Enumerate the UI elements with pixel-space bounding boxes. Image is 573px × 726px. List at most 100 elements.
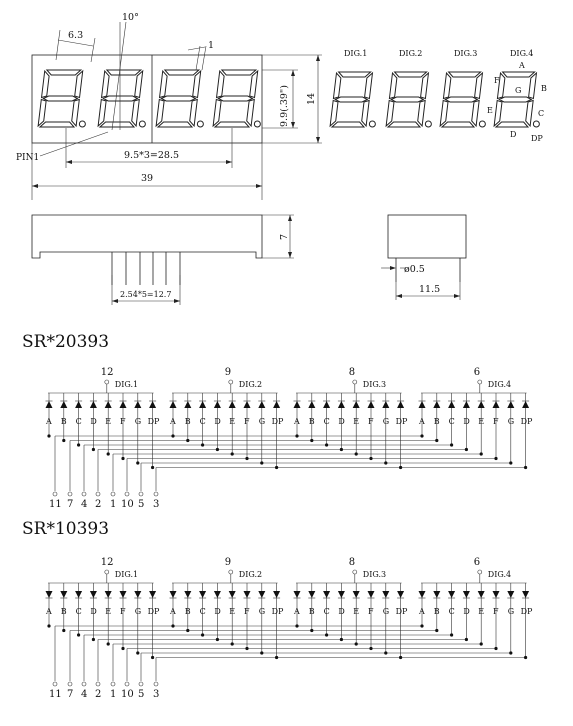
- legend-digit-3-seg-c: [471, 99, 480, 128]
- seg-label-4-e: E: [478, 607, 484, 616]
- seg-label-3-a: A: [293, 417, 300, 426]
- common-pin-8: 8: [349, 367, 355, 378]
- led-1-d: [89, 591, 97, 598]
- seg-label-2-g: G: [259, 607, 265, 616]
- legend-digit-1-seg-f: [332, 71, 342, 100]
- legend-digit-1-seg-dp: [368, 120, 376, 128]
- led-4-b: [433, 591, 441, 598]
- legend-digit-3-seg-dp: [478, 120, 486, 128]
- legend-digit-2-seg-b: [420, 71, 430, 100]
- seg-label-4-c: C: [449, 417, 455, 426]
- legend-digit-4-seg-e: [493, 99, 503, 128]
- seg-label-2-d: D: [214, 607, 220, 616]
- led-2-b: [184, 591, 192, 598]
- bottom-pin-label-7: 7: [67, 499, 73, 510]
- legend-dig2: DIG.2: [399, 49, 422, 58]
- bottom-pin-label-4: 4: [81, 499, 87, 510]
- seg-label-3-c: C: [324, 417, 330, 426]
- led-4-b: [433, 401, 441, 408]
- seg-label-2-c: C: [200, 417, 206, 426]
- front-digit-1-seg-a: [45, 69, 83, 76]
- led-1-c: [75, 401, 83, 408]
- led-2-g: [258, 591, 266, 598]
- seg-label-1-g: G: [135, 417, 141, 426]
- digit-legend: DIG.1 DIG.2 DIG.3 DIG.4 A B C D E F G DP: [329, 49, 547, 143]
- led-4-d: [462, 591, 470, 598]
- bottom-node-1: [110, 681, 116, 687]
- front-outline: [31, 54, 263, 144]
- seg-label-1-dp: DP: [148, 607, 160, 616]
- legend-digit-1-seg-g: [334, 96, 369, 103]
- common-pin-6: 6: [474, 367, 480, 378]
- bottom-node-3: [153, 681, 159, 687]
- bottom-pin-label-2: 2: [95, 499, 101, 510]
- dim-side-width: 11.5: [419, 284, 440, 295]
- seg-label-4-a: A: [418, 607, 425, 616]
- legend-digit-3-seg-e: [439, 99, 449, 128]
- led-4-c: [448, 401, 456, 408]
- seg-label-3-b: B: [309, 417, 315, 426]
- led-2-e: [228, 591, 236, 598]
- legend-digit-4-seg-b: [528, 71, 538, 100]
- led-3-g: [382, 401, 390, 408]
- led-3-c: [323, 401, 331, 408]
- end-view: ø0.5 11.5: [381, 214, 467, 300]
- seg-label-1-dp: DP: [148, 417, 160, 426]
- seg-label-1-g: G: [135, 607, 141, 616]
- bottom-pin-label-4: 4: [81, 689, 87, 700]
- led-1-e: [104, 401, 112, 408]
- led-1-g: [134, 591, 142, 598]
- led-2-d: [213, 591, 221, 598]
- dig-label-2: DIG.2: [239, 380, 262, 389]
- led-1-e: [104, 591, 112, 598]
- front-digit-1-seg-b: [74, 69, 84, 99]
- front-digit-4-seg-e: [212, 98, 222, 128]
- led-1-c: [75, 591, 83, 598]
- led-3-e: [352, 401, 360, 408]
- common-node-1: [104, 379, 110, 385]
- legend-digit-1-seg-a: [337, 71, 372, 78]
- seg-label-2-g: G: [259, 417, 265, 426]
- legend-digit-1-seg-b: [364, 71, 374, 100]
- led-2-g: [258, 401, 266, 408]
- seg-label-4-b: B: [434, 607, 440, 616]
- legend-digit-3-seg-d: [440, 121, 476, 128]
- seg-label-1-e: E: [105, 417, 111, 426]
- seg-letter-d: D: [510, 130, 516, 139]
- front-digit-4-seg-f: [215, 69, 225, 99]
- led-2-a: [169, 401, 177, 408]
- dig-label-4: DIG.4: [488, 380, 511, 389]
- led-1-a: [45, 591, 53, 598]
- bottom-node-7: [67, 491, 73, 497]
- bottom-pin-label-7: 7: [67, 689, 73, 700]
- led-3-d: [337, 591, 345, 598]
- common-node-2: [228, 569, 234, 575]
- bottom-pin-label-3: 3: [153, 689, 159, 700]
- common-pin-12: 12: [101, 557, 114, 568]
- seg-label-2-a: A: [169, 607, 176, 616]
- seg-label-1-c: C: [76, 607, 82, 616]
- led-2-f: [243, 401, 251, 408]
- seg-label-3-c: C: [324, 607, 330, 616]
- legend-digit-1-seg-e: [329, 99, 339, 128]
- led-3-a: [293, 591, 301, 598]
- legend-digit-2-seg-g: [390, 96, 425, 103]
- front-digit-2-seg-b: [134, 69, 144, 99]
- seg-label-4-g: G: [508, 417, 514, 426]
- front-digit-2-seg-g: [102, 95, 139, 102]
- bottom-node-11: [52, 681, 58, 687]
- legend-digit-1-seg-d: [330, 121, 366, 128]
- led-4-e: [477, 401, 485, 408]
- led-4-g: [507, 401, 515, 408]
- legend-digit-2-seg-a: [393, 71, 428, 78]
- led-4-f: [492, 401, 500, 408]
- front-digit-4-seg-g: [217, 95, 254, 102]
- led-2-dp: [273, 401, 281, 408]
- seg-label-3-a: A: [293, 607, 300, 616]
- led-3-d: [337, 401, 345, 408]
- common-node-3: [352, 379, 358, 385]
- led-4-d: [462, 401, 470, 408]
- front-digit-4-seg-b: [249, 69, 259, 99]
